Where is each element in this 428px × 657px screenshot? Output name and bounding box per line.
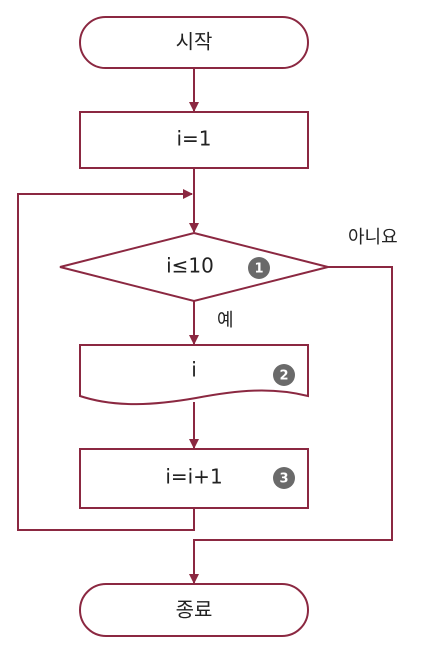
start-terminal: 시작 <box>79 16 309 69</box>
step-badge-1-number: 1 <box>254 262 263 277</box>
init-label: i=1 <box>176 127 211 151</box>
step-badge-2: 2 <box>273 364 295 386</box>
init-process: i=1 <box>79 111 309 169</box>
condition-label: i≤10 <box>166 254 214 278</box>
step-badge-2-number: 2 <box>279 369 288 384</box>
increment-process: i=i+1 <box>79 448 309 509</box>
yes-branch-label: 예 <box>217 310 234 331</box>
loop-back-line <box>17 189 195 531</box>
step-badge-3-number: 3 <box>279 472 288 487</box>
condition-decision: i≤10 <box>59 231 329 303</box>
end-terminal: 종료 <box>79 583 309 637</box>
step-badge-3: 3 <box>273 467 295 489</box>
end-label: 종료 <box>176 598 213 622</box>
start-label: 시작 <box>176 30 213 54</box>
output-document: i <box>79 344 309 406</box>
increment-label: i=i+1 <box>165 465 222 489</box>
step-badge-1: 1 <box>248 257 270 279</box>
no-branch-label: 아니요 <box>348 227 398 248</box>
output-label: i <box>191 358 197 382</box>
no-branch-line <box>189 266 393 584</box>
